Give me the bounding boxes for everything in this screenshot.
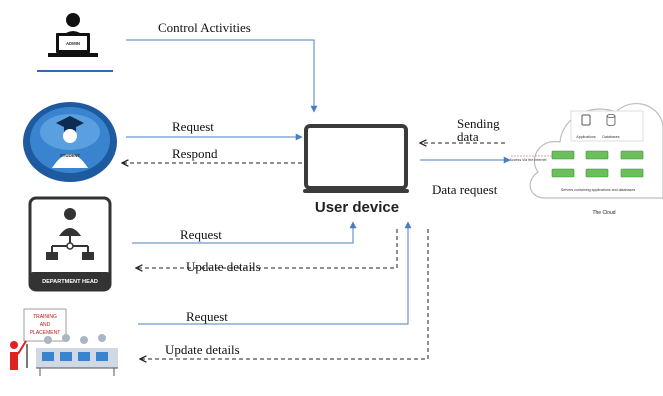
tp-request-label: Request	[186, 309, 228, 324]
cloud-applications-label: Applications	[576, 135, 596, 139]
cloud-icon	[511, 103, 663, 199]
dept-request-arrow	[132, 221, 357, 244]
department-head-icon	[28, 196, 112, 292]
tp-update-label: Update details	[165, 342, 240, 357]
cloud-servers-caption: Servers containing applications and data…	[561, 188, 636, 192]
training-placement-icon	[10, 308, 118, 376]
student-request-label: Request	[172, 119, 214, 134]
training-sign-line2: AND	[40, 322, 51, 328]
tp-update-arrow	[140, 229, 429, 359]
user-device-label: User device	[315, 199, 399, 216]
laptop-icon	[303, 124, 409, 193]
dept-update-arrow	[136, 229, 398, 268]
cloud-databases-label: Databases	[602, 135, 619, 139]
data-request-label: Data request	[432, 182, 498, 197]
admin-badge: ADMIN	[66, 41, 80, 46]
student-respond-label: Respond	[172, 146, 218, 161]
dept-update-label: Update details	[186, 259, 261, 274]
control-activities-label: Control Activities	[158, 20, 251, 35]
tp-request-arrow	[138, 221, 412, 325]
sending-data-label-line1: Sending	[457, 116, 500, 131]
training-sign-line1: TRAINING	[33, 314, 57, 320]
cloud-name: The Cloud	[592, 210, 615, 216]
sending-data-label-line2: data	[457, 129, 479, 144]
admin-icon	[37, 8, 113, 72]
control-activities-arrow	[126, 39, 318, 113]
cloud-access-label: Access Via the Internet	[510, 158, 547, 162]
dept-request-label: Request	[180, 227, 222, 242]
student-icon	[23, 102, 117, 182]
student-badge: STUDENT	[60, 153, 81, 158]
training-sign-line3: PLACEMENT	[30, 330, 61, 336]
department-head-badge: DEPARTMENT HEAD	[42, 279, 98, 285]
